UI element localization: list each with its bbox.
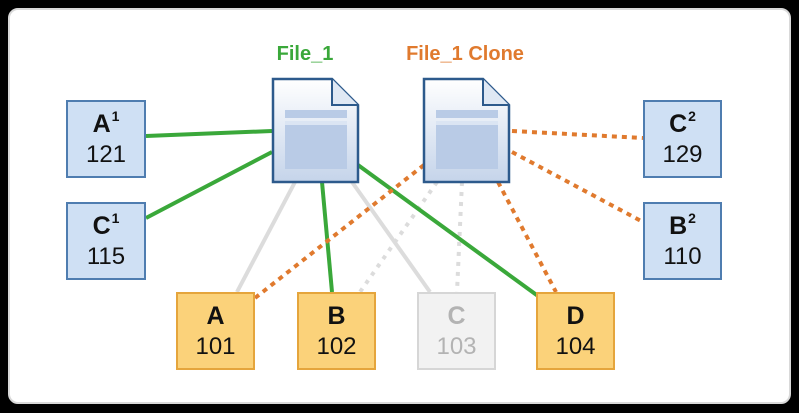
node-d: D 104 (536, 292, 615, 370)
file-document-icon (270, 76, 362, 191)
node-c2-label: C2 (669, 107, 696, 138)
node-c-value: 103 (436, 332, 477, 360)
node-b2-label: B2 (669, 209, 696, 240)
edge-clone-c2 (511, 129, 644, 140)
node-b-label: B (327, 301, 346, 330)
edge-clone-d (496, 181, 558, 293)
edge-file-b (320, 181, 334, 293)
edge-clone-b2 (511, 150, 644, 224)
node-c2: C2 129 (643, 100, 722, 178)
edge-file-a1 (145, 129, 273, 138)
edge-file-c (350, 180, 432, 294)
node-a1: A1 121 (66, 100, 146, 178)
file-title: File_1 (276, 43, 334, 65)
clone-title: File_1 Clone (406, 43, 524, 65)
node-c1-label: C1 (92, 209, 120, 240)
node-b2-value: 110 (663, 242, 702, 270)
node-c2-superscript: 2 (688, 107, 696, 124)
node-d-label: D (566, 301, 585, 330)
edge-clone-b (358, 180, 439, 294)
node-a-value: 101 (195, 332, 236, 360)
node-c1-superscript: 1 (111, 209, 120, 226)
node-b2-superscript: 2 (688, 209, 696, 226)
node-c: C 103 (417, 292, 496, 370)
clone-document-icon (421, 76, 513, 191)
node-a1-value: 121 (85, 140, 127, 168)
node-d-value: 104 (555, 332, 596, 360)
node-a-label: A (206, 301, 225, 330)
node-a1-label: A1 (92, 107, 120, 138)
node-a: A 101 (176, 292, 255, 370)
edge-clone-c (455, 181, 464, 293)
node-b: B 102 (297, 292, 376, 370)
node-c-label: C (447, 301, 466, 330)
edge-file-c1 (145, 150, 273, 220)
node-b2: B2 110 (643, 202, 722, 280)
edge-file-a (235, 181, 297, 293)
node-c1-value: 115 (86, 242, 126, 270)
node-b-value: 102 (316, 332, 357, 360)
node-a1-superscript: 1 (111, 107, 120, 124)
node-c1: C1 115 (66, 202, 146, 280)
node-c2-value: 129 (662, 140, 703, 168)
edge-file-d (356, 163, 540, 298)
